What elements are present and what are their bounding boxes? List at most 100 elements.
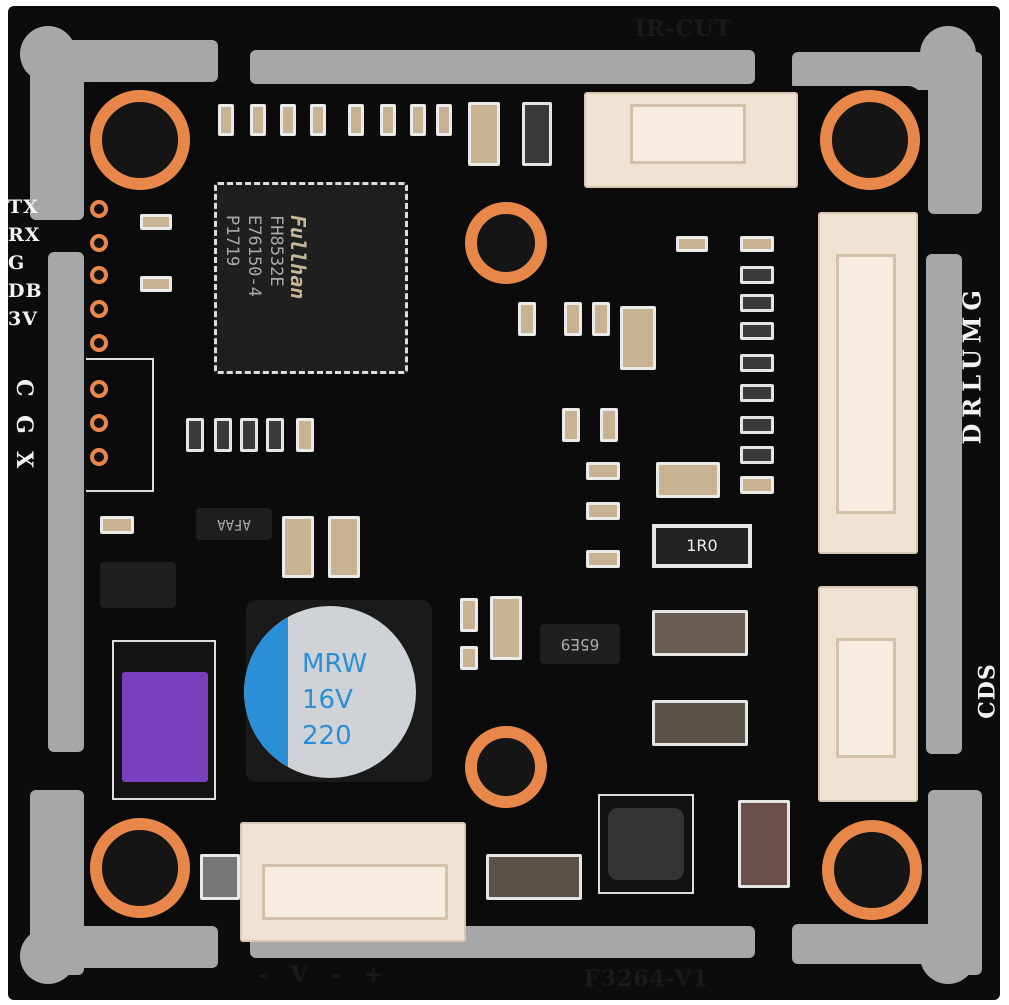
corner-mark xyxy=(20,26,76,82)
slot-left xyxy=(48,252,84,752)
mount-hole xyxy=(90,818,190,918)
mount-hole xyxy=(822,820,922,920)
pad-c xyxy=(90,380,108,398)
corner-mark xyxy=(920,928,976,984)
label-3v: 3V xyxy=(8,308,38,330)
smd-resistor xyxy=(600,408,618,442)
chip-brand: Fullhan xyxy=(286,215,310,300)
smd-resistor xyxy=(186,418,204,452)
slot-right xyxy=(926,254,962,754)
smd-resistor xyxy=(518,302,536,336)
smd-capacitor xyxy=(328,516,360,578)
smd-resistor xyxy=(592,302,610,336)
transistor-afaa: AFAA xyxy=(196,508,272,540)
cgx-outline xyxy=(86,358,154,492)
smd-resistor xyxy=(740,354,774,372)
smd-resistor xyxy=(740,294,774,312)
label-g: G xyxy=(8,252,26,274)
pad-db xyxy=(90,300,108,318)
label-tx: TX xyxy=(8,196,39,218)
label-drlumg: DRLUMG xyxy=(957,284,987,445)
pad-tx xyxy=(90,200,108,218)
label-db: DB xyxy=(8,280,43,302)
mount-hole xyxy=(465,202,547,284)
smd-resistor xyxy=(140,214,172,230)
smd-resistor xyxy=(100,516,134,534)
diode xyxy=(122,672,208,782)
label-rx: RX xyxy=(8,224,41,246)
debug-labels: TX RX G DB 3V xyxy=(8,196,43,330)
mount-hole xyxy=(820,90,920,190)
mount-hole xyxy=(465,726,547,808)
smd-resistor xyxy=(564,302,582,336)
transistor xyxy=(100,562,176,608)
smd-resistor xyxy=(240,418,258,452)
smd-resistor xyxy=(460,598,478,632)
pad-rx xyxy=(90,234,108,252)
transistor-65e9: 65E9 xyxy=(540,624,620,664)
cap-voltage: 16V xyxy=(302,685,353,715)
label-board-id: F3264-V1 xyxy=(584,966,709,992)
smd-capacitor xyxy=(468,102,500,166)
smd-resistor xyxy=(460,646,478,670)
smd-resistor xyxy=(140,276,172,292)
pad-g xyxy=(90,266,108,284)
capacitor-tantalum xyxy=(738,800,790,888)
label-g2: G xyxy=(10,415,37,435)
smd-resistor xyxy=(740,384,774,402)
smd-resistor xyxy=(740,236,774,252)
smd-resistor xyxy=(586,462,620,480)
cap-series: MRW xyxy=(302,649,368,679)
smd-resistor xyxy=(740,266,774,284)
smd-part xyxy=(200,854,240,900)
label-c: C xyxy=(10,379,37,398)
smd-capacitor xyxy=(282,516,314,578)
smd-resistor xyxy=(250,104,266,136)
chip-model: FH8532E xyxy=(266,215,286,287)
smd-resistor xyxy=(214,418,232,452)
pad-3v xyxy=(90,334,108,352)
pad-g2 xyxy=(90,414,108,432)
mount-hole xyxy=(90,90,190,190)
smd-resistor xyxy=(436,104,452,136)
inductor xyxy=(608,808,684,880)
power-connector xyxy=(240,822,466,942)
smd-resistor xyxy=(296,418,314,452)
smd-resistor xyxy=(218,104,234,136)
smd-capacitor xyxy=(490,596,522,660)
corner-mark xyxy=(920,26,976,82)
inductor-small xyxy=(652,610,748,656)
cgx-labels: C G X xyxy=(10,376,37,474)
smd-resistor xyxy=(380,104,396,136)
label-ir-cut: IR-CUT xyxy=(635,16,732,42)
inductor-small xyxy=(486,854,582,900)
smd-resistor xyxy=(310,104,326,136)
label-x: X xyxy=(10,451,37,470)
smd-resistor xyxy=(562,408,580,442)
soc-chip: Fullhan FH8532E E76150-4 P1719 xyxy=(214,182,408,374)
corner-mark xyxy=(20,928,76,984)
smd-resistor xyxy=(586,502,620,520)
smd-resistor xyxy=(280,104,296,136)
smd-resistor xyxy=(676,236,708,252)
smd-capacitor xyxy=(620,306,656,370)
inductor-outline xyxy=(598,794,694,894)
resistor-1r0: 1R0 xyxy=(652,524,752,568)
smd-inductor xyxy=(522,102,552,166)
smd-resistor xyxy=(586,550,620,568)
chip-lot: E76150-4 xyxy=(244,215,264,297)
diode-outline xyxy=(112,640,216,800)
smd-resistor xyxy=(740,446,774,464)
chip-date: P1719 xyxy=(222,215,242,267)
label-power: - V - + xyxy=(258,962,391,988)
smd-capacitor xyxy=(656,462,720,498)
smd-resistor xyxy=(410,104,426,136)
ir-cut-connector xyxy=(584,92,798,188)
smd-resistor xyxy=(740,322,774,340)
smd-resistor xyxy=(740,416,774,434)
pad-x xyxy=(90,448,108,466)
slot-top xyxy=(250,50,755,84)
main-connector xyxy=(818,212,918,554)
inductor-small xyxy=(652,700,748,746)
smd-resistor xyxy=(740,476,774,494)
